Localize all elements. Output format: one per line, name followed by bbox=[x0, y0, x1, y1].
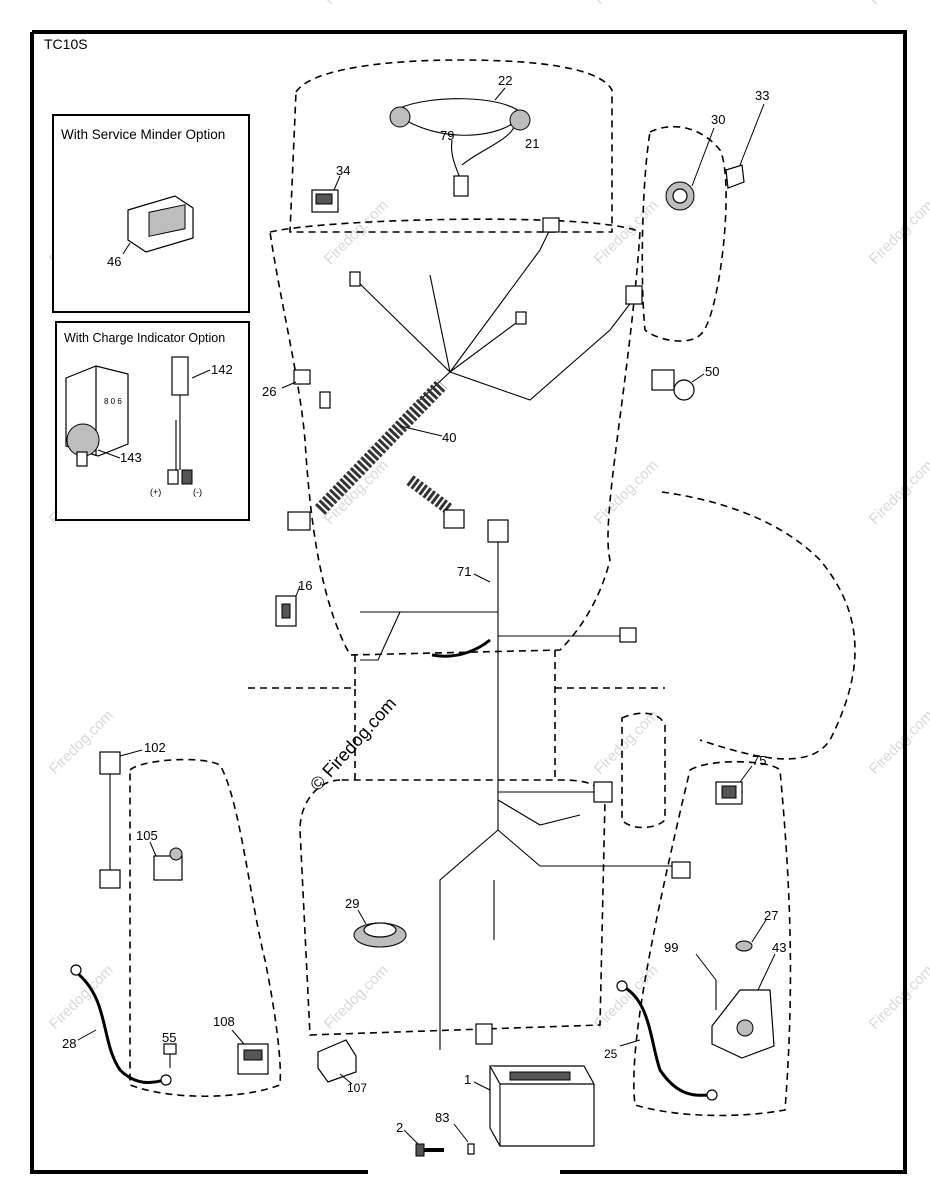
terminal-label-neg: (-) bbox=[193, 487, 202, 497]
watermark: Firedog.com bbox=[321, 0, 392, 8]
relay-16: 16 bbox=[275, 578, 312, 627]
connector-142 bbox=[171, 356, 189, 396]
callout-99: 99 bbox=[664, 940, 678, 955]
callout-79: 79 bbox=[440, 128, 454, 143]
terminal-label-pos: (+) bbox=[150, 487, 161, 497]
part-107: 107 bbox=[317, 1039, 367, 1095]
cable-28: 28 bbox=[62, 964, 172, 1086]
callout-29: 29 bbox=[345, 896, 359, 911]
callout-40: 40 bbox=[442, 430, 456, 445]
switch-34: 34 bbox=[311, 163, 350, 213]
callout-34: 34 bbox=[336, 163, 350, 178]
inset-service-minder: With Service Minder Option 46 bbox=[52, 114, 250, 313]
callout-1: 1 bbox=[464, 1072, 471, 1087]
callout-21: 21 bbox=[525, 136, 539, 151]
center-harness: 71 bbox=[360, 519, 691, 1050]
callout-26: 26 bbox=[262, 384, 276, 399]
bolt-55: 55 bbox=[162, 1030, 177, 1068]
part-108: 108 bbox=[213, 1014, 269, 1075]
inset-charge-indicator: With Charge Indicator Option 8 0 6 143 1… bbox=[55, 321, 250, 521]
svg-text:8 0 6: 8 0 6 bbox=[104, 397, 122, 406]
watermark: Firedog.com bbox=[866, 962, 930, 1033]
callout-30: 30 bbox=[711, 112, 725, 127]
callout-71: 71 bbox=[457, 564, 471, 579]
inset-title: With Charge Indicator Option bbox=[64, 331, 225, 345]
callout-102: 102 bbox=[144, 740, 166, 755]
watermark: Firedog.com bbox=[591, 0, 662, 8]
callout-55: 55 bbox=[162, 1030, 176, 1045]
watermark: Firedog.com bbox=[866, 707, 930, 778]
callout-142: 142 bbox=[211, 362, 233, 377]
callout-28: 28 bbox=[62, 1036, 76, 1051]
callout-143: 143 bbox=[120, 450, 142, 465]
diagram-id: TC10S bbox=[44, 36, 88, 52]
callout-50: 50 bbox=[705, 364, 719, 379]
ignition-switch: 30 33 bbox=[665, 88, 769, 211]
callout-107: 107 bbox=[347, 1081, 367, 1095]
callout-43: 43 bbox=[772, 940, 786, 955]
callout-25: 25 bbox=[604, 1047, 618, 1061]
callout-22: 22 bbox=[498, 73, 512, 88]
watermark: Firedog.com bbox=[321, 962, 392, 1033]
callout-108: 108 bbox=[213, 1014, 235, 1029]
frame bbox=[30, 30, 907, 1174]
inset-title: With Service Minder Option bbox=[61, 127, 225, 142]
center-watermark: © Firedog.com bbox=[306, 693, 400, 794]
part-29: 29 bbox=[345, 896, 407, 948]
watermark: Firedog.com bbox=[866, 0, 930, 8]
callout-33: 33 bbox=[755, 88, 769, 103]
callout-2: 2 bbox=[396, 1120, 403, 1135]
callout-46: 46 bbox=[107, 254, 121, 269]
relay-102: 102 bbox=[99, 740, 166, 889]
headlight-harness: 22 21 79 bbox=[389, 73, 539, 197]
main-harness: 40 26 bbox=[262, 217, 643, 531]
watermark: Firedog.com bbox=[591, 707, 662, 778]
part-105: 105 bbox=[136, 828, 183, 881]
cable-25: 25 bbox=[604, 980, 718, 1101]
pto-assembly: 27 99 43 bbox=[664, 908, 786, 1059]
callout-27: 27 bbox=[764, 908, 778, 923]
battery-1: 1 bbox=[464, 1065, 595, 1147]
watermark: Firedog.com bbox=[866, 197, 930, 268]
watermark: Firedog.com bbox=[591, 457, 662, 528]
switch-50: 50 bbox=[651, 364, 719, 401]
callout-16: 16 bbox=[298, 578, 312, 593]
hardware: 2 83 bbox=[396, 1110, 475, 1157]
switch-75: 75 bbox=[715, 753, 766, 805]
callout-105: 105 bbox=[136, 828, 158, 843]
watermark: Firedog.com bbox=[866, 457, 930, 528]
callout-83: 83 bbox=[435, 1110, 449, 1125]
watermark: Firedog.com bbox=[46, 962, 117, 1033]
callout-75: 75 bbox=[752, 753, 766, 768]
